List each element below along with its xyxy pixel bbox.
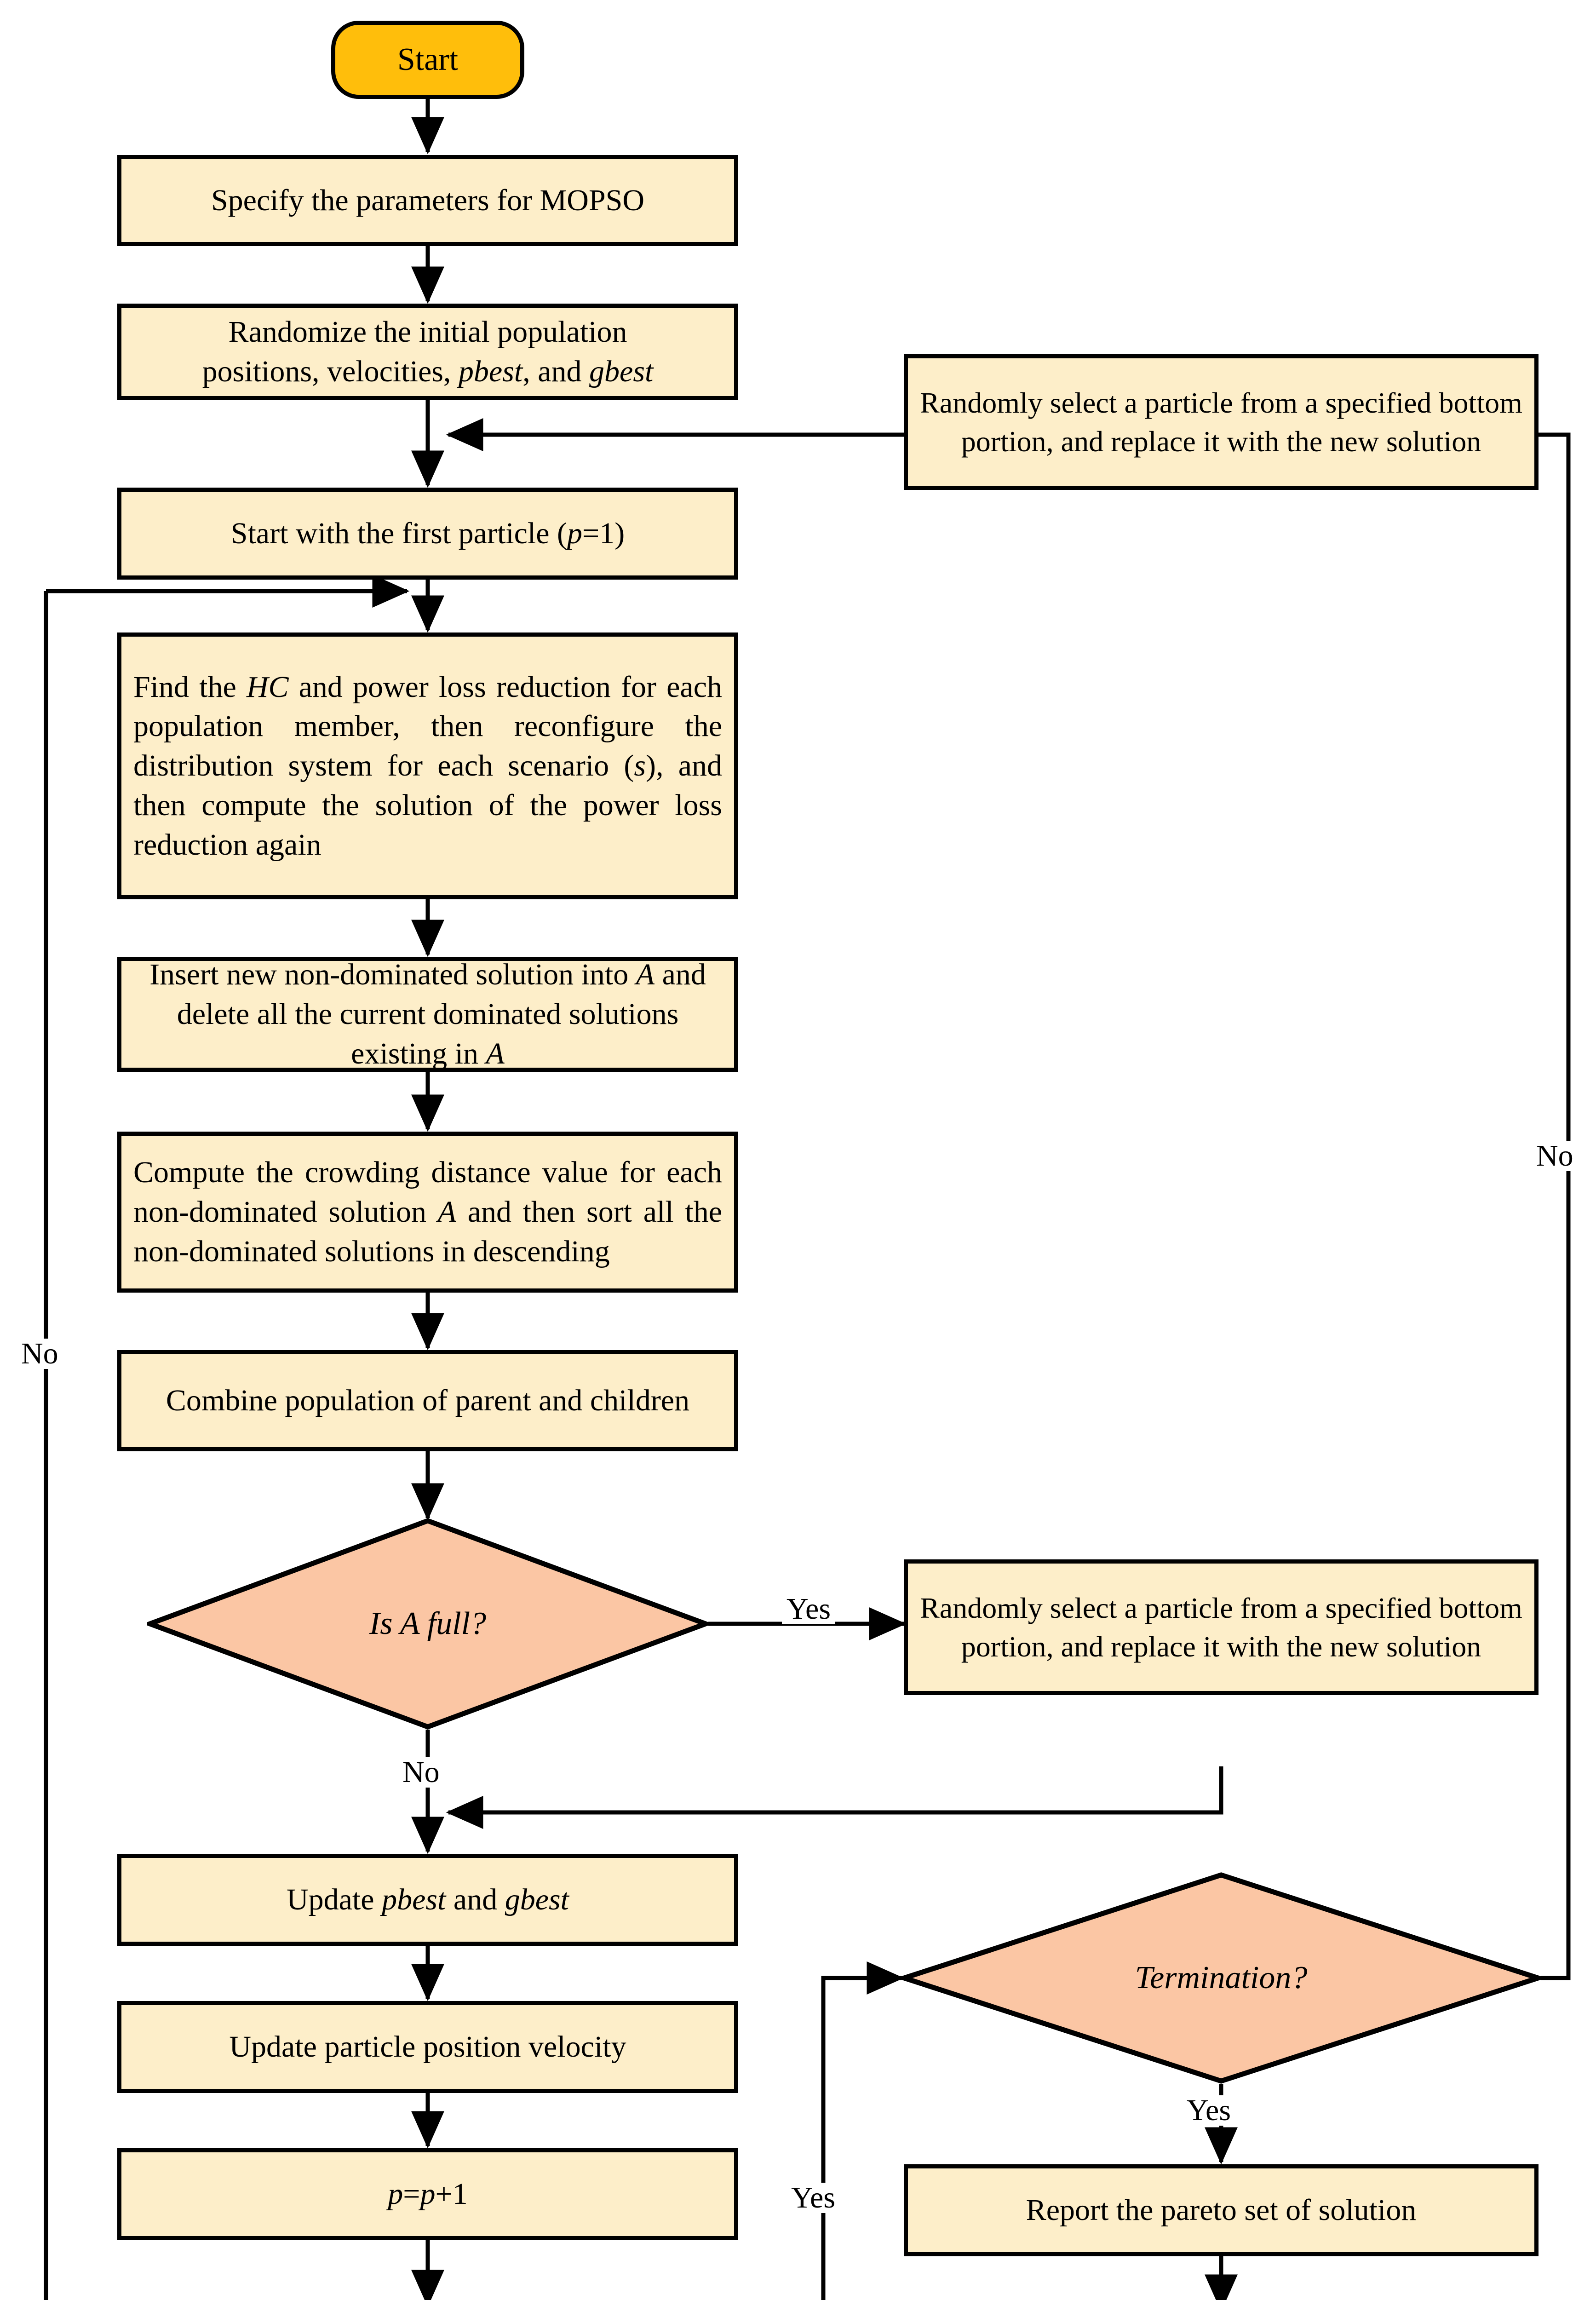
randomize-population-label: Randomize the initial population positio… [121, 312, 734, 391]
node-find-hc[interactable]: Find the HC and power loss reduction for… [117, 632, 738, 899]
insert-a: Insert new non-dominated solution into [149, 958, 636, 992]
first-particle-p: p [567, 517, 583, 551]
node-report-pareto[interactable]: Report the pareto set of solution [904, 2164, 1539, 2256]
randomize-line2a: positions, velocities, [202, 355, 459, 388]
edge-midbox-to-no-segment [446, 1766, 1223, 1829]
find-hc-hc: HC [246, 670, 289, 704]
find-hc-c: and power loss reduction for each popula… [133, 670, 722, 783]
node-random-select-mid[interactable]: Randomly select a particle from a specif… [904, 1559, 1539, 1695]
first-particle-c: =1) [582, 517, 625, 551]
find-hc-s: s [634, 749, 646, 783]
edge-label-termination-yes: Yes [1182, 2095, 1236, 2126]
node-is-a-full[interactable]: Is A full? [147, 1518, 708, 1730]
random-select-top-label: Randomly select a particle from a specif… [920, 386, 1522, 458]
random-select-mid-label: Randomly select a particle from a specif… [920, 1592, 1522, 1663]
update-best-pbest: pbest [382, 1883, 446, 1917]
randomize-line1: Randomize the initial population [228, 315, 627, 349]
update-best-gbest: gbest [505, 1883, 569, 1917]
edge-label-lastparticle-yes: Yes [787, 2183, 840, 2213]
node-combine-population[interactable]: Combine population of parent and childre… [117, 1350, 738, 1451]
edge-label-isafull-yes: Yes [782, 1594, 836, 1624]
start-label: Start [397, 42, 459, 77]
node-start[interactable]: Start [331, 21, 524, 99]
crowding-a: Compute the crowding distance value for … [133, 1156, 722, 1229]
increment-p-a: p [388, 2177, 403, 2211]
node-update-best[interactable]: Update pbest and gbest [117, 1854, 738, 1946]
increment-p-c: p [420, 2177, 436, 2211]
report-pareto-label: Report the pareto set of solution [1026, 2193, 1417, 2227]
update-velocity-label: Update particle position velocity [229, 2030, 626, 2064]
node-insert-nondominated[interactable]: Insert new non-dominated solution into A… [117, 957, 738, 1072]
update-best-a: Update [286, 1883, 382, 1917]
edge-label-termination-no: No [1532, 1141, 1578, 1171]
combine-population-label: Combine population of parent and childre… [166, 1384, 690, 1418]
randomize-gbest: gbest [589, 355, 654, 388]
crowding-distance-label: Compute the crowding distance value for … [121, 1153, 734, 1271]
node-update-velocity[interactable]: Update particle position velocity [117, 2001, 738, 2093]
find-hc-label: Find the HC and power loss reduction for… [121, 667, 734, 865]
randomize-pbest: pbest [458, 355, 523, 388]
node-first-particle[interactable]: Start with the first particle (p=1) [117, 488, 738, 580]
edge-termination-no [1536, 432, 1571, 1980]
find-hc-e: ), and then compute the solution of the … [133, 749, 722, 862]
insert-A2: A [486, 1036, 505, 1070]
insert-nondominated-label: Insert new non-dominated solution into A… [121, 955, 734, 1073]
crowding-c: and then sort all the non-dominated solu… [133, 1195, 722, 1268]
insert-c: and delete all the current dominated sol… [177, 958, 706, 1070]
update-best-c: and [446, 1883, 505, 1917]
increment-p-d: +1 [435, 2177, 468, 2211]
edge-lastparticle-no [44, 591, 48, 2300]
node-termination[interactable]: Termination? [901, 1872, 1541, 2084]
node-specify-parameters[interactable]: Specify the parameters for MOPSO [117, 155, 738, 246]
node-increment-p[interactable]: p=p+1 [117, 2148, 738, 2240]
first-particle-label: Start with the first particle (p=1) [121, 514, 734, 553]
edge-label-lastparticle-no: No [17, 1339, 63, 1369]
edge-label-isafull-no: No [398, 1757, 444, 1788]
increment-p-eq: = [403, 2177, 420, 2211]
find-hc-a: Find the [133, 670, 247, 704]
update-best-label: Update pbest and gbest [121, 1880, 734, 1920]
first-particle-a: Start with the first particle ( [230, 517, 568, 551]
randomize-line2c: , and [522, 355, 590, 388]
crowding-A: A [437, 1195, 456, 1229]
node-crowding-distance[interactable]: Compute the crowding distance value for … [117, 1132, 738, 1293]
insert-A1: A [636, 958, 655, 992]
increment-p-label: p=p+1 [121, 2174, 734, 2214]
node-random-select-top[interactable]: Randomly select a particle from a specif… [904, 354, 1539, 490]
specify-parameters-label: Specify the parameters for MOPSO [211, 184, 645, 218]
node-randomize-population[interactable]: Randomize the initial population positio… [117, 304, 738, 400]
